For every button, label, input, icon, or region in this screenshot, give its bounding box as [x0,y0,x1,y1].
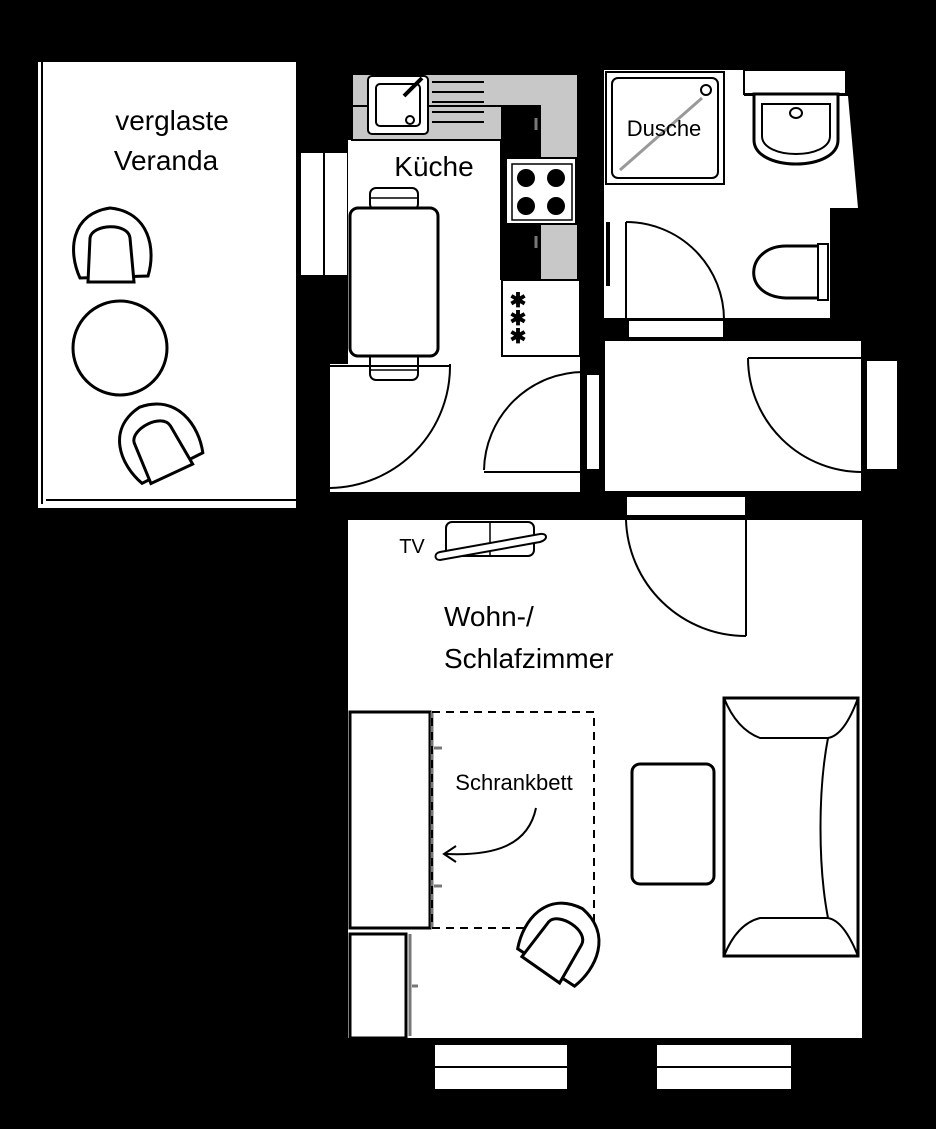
shower-tray [605,71,725,185]
veranda-label-line1: verglaste [115,105,229,136]
cabinet-bed-label: Schrankbett [455,770,572,795]
cabinet-bed-arrow [445,807,537,856]
fridge-symbol-1: ✱ [510,290,527,312]
coffee-table [630,762,716,886]
kitchen-sink-icon [367,75,484,135]
cabinet-bed-closet [348,710,432,930]
veranda-armchair-icon [72,206,153,284]
sofa-icon [722,696,860,958]
living-armchair-icon [516,901,601,988]
veranda-armchair-2-icon [118,402,205,486]
washbasin-icon [743,69,847,166]
fridge-symbol-2: ✱ [510,308,527,330]
bathroom-door [606,221,725,339]
fridge-symbol-3: ✱ [510,326,527,348]
hallway-floor [603,339,863,493]
dining-table-top [348,206,440,358]
hallway-room [603,339,899,517]
veranda-round-table [71,299,169,397]
shower-label: Dusche [627,116,702,141]
veranda-kitchen-window [299,151,349,277]
toilet-icon [752,243,829,301]
dining-table [348,187,440,381]
kitchen-hall-door [483,371,601,473]
hall-living-door [625,519,747,637]
entrance-door [747,357,899,474]
hall-living-door-frame [625,495,747,517]
cabinet-bed-unfolded-outline [431,711,595,929]
small-cabinet [348,932,418,1040]
veranda-label-line2: Veranda [114,145,219,176]
veranda-room: verglaste Veranda [38,62,296,508]
living-window-left [433,1043,569,1091]
kitchen-room: ✱ ✱ ✱ Küche [319,73,601,492]
veranda-kitchen-door [319,363,452,490]
stove-icon [505,157,577,225]
tv-label: TV [399,536,425,558]
living-room: TV Wohn-/ Schlafzimmer Schrankbett [348,519,862,1040]
fridge-cabinet [501,279,581,357]
living-label-line2: Schlafzimmer [444,643,614,674]
cabinet-bed [348,710,595,930]
living-label-line1: Wohn-/ [444,601,534,632]
living-window-right [655,1043,793,1091]
kitchen-label: Küche [394,151,473,182]
bathroom-room: Dusche [604,69,858,339]
tv-icon [434,521,547,562]
